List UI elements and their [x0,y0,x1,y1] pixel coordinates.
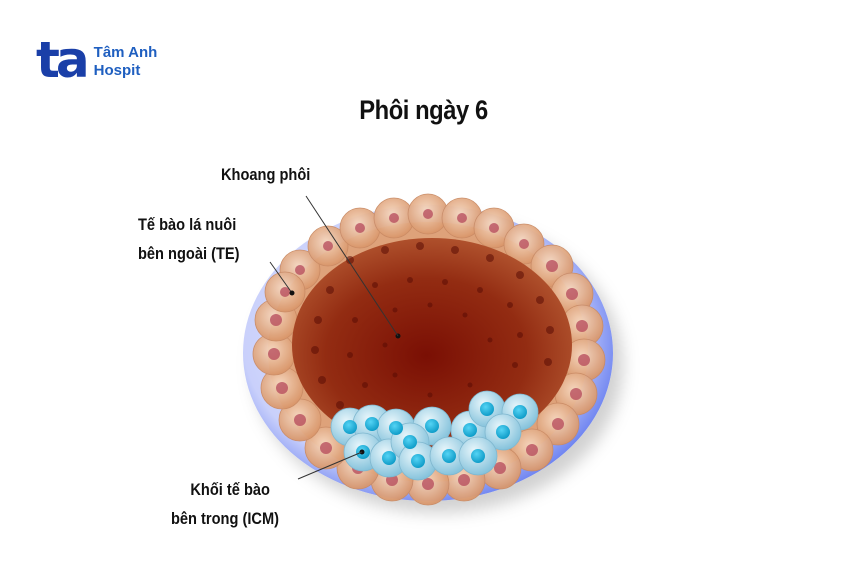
label-blastocoel-text: Khoang phôi [221,165,311,184]
label-te-line-2: bên ngoài (TE) [138,244,240,263]
label-icm-line-1: Khối tế bào [190,480,270,499]
label-trophectoderm: Tế bào lá nuôi bên ngoài (TE) [138,210,240,268]
label-te-line-1: Tế bào lá nuôi [138,215,237,234]
icm-leader-line [297,451,363,480]
logo-line-2: Hospit [93,62,141,79]
cavity-leader-line [305,195,399,337]
te-leader-line [269,261,293,294]
inner-cell-mass [330,390,539,481]
hospital-logo: ta Tâm Anh Hospit [36,31,158,89]
label-blastocoel: Khoang phôi [221,160,310,189]
logo-text: Tâm Anh Hospit [94,44,158,80]
page-title: Phôi ngày 6 [359,95,488,125]
label-icm-line-2: bên trong (ICM) [171,509,280,528]
leader-lines [269,195,399,480]
logo-mark: ta [36,31,90,89]
label-inner-cell-mass: Khối tế bào bên trong (ICM) [171,475,279,533]
logo-line-1: Tâm Anh [93,44,158,61]
